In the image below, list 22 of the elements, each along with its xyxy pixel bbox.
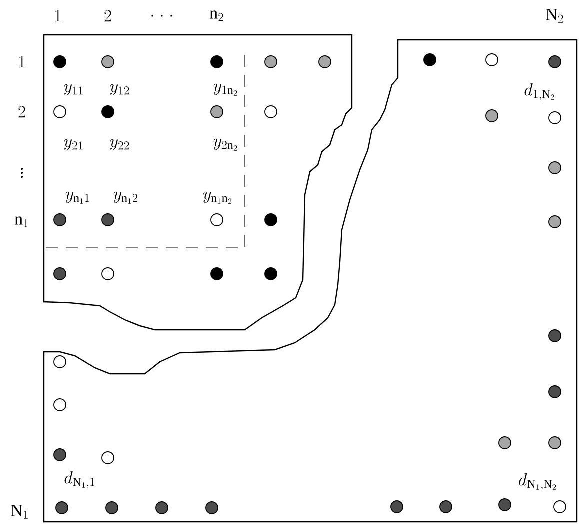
row-index: $1$ [20, 56, 25, 68]
row-index: $\mathrm{N}_1$ [11, 505, 28, 519]
corner-label: $d_{1,\mathrm{N}_2}$ [524, 84, 554, 100]
cell-label: $y_{2\mathrm{n}_2}$ [214, 138, 238, 151]
cell-label: $y_{1\mathrm{n}_2}$ [214, 84, 238, 96]
row-index: $\mathrm{n}_1$ [14, 216, 28, 228]
column-index: $2$ [104, 10, 112, 22]
row-index: $\vdots$ [21, 168, 24, 178]
cell-label: $y_{\mathrm{n}_1 1}$ [66, 192, 90, 204]
cell-label: $y_{\mathrm{n}_1 \mathrm{n}_2}$ [203, 192, 232, 204]
cell-label: $y_{12}$ [110, 84, 130, 96]
cell-label: $y_{11}$ [64, 84, 83, 96]
cell-label: $y_{22}$ [110, 139, 130, 151]
column-index: $. \; . \; .$ [152, 15, 172, 17]
corner-label: $d_{\mathrm{N}_1,\mathrm{N}_2}$ [519, 474, 556, 490]
corner-label: $d_{\mathrm{N}_1,1}$ [64, 472, 94, 488]
column-index: $\mathrm{n}_2$ [210, 10, 224, 22]
column-index: $\mathrm{N}_2$ [546, 9, 564, 23]
cell-label: $y_{\mathrm{n}_1 2}$ [114, 192, 138, 204]
column-index: $1$ [56, 10, 61, 22]
cell-label: $y_{21}$ [64, 139, 83, 151]
row-index: $2$ [18, 106, 26, 118]
